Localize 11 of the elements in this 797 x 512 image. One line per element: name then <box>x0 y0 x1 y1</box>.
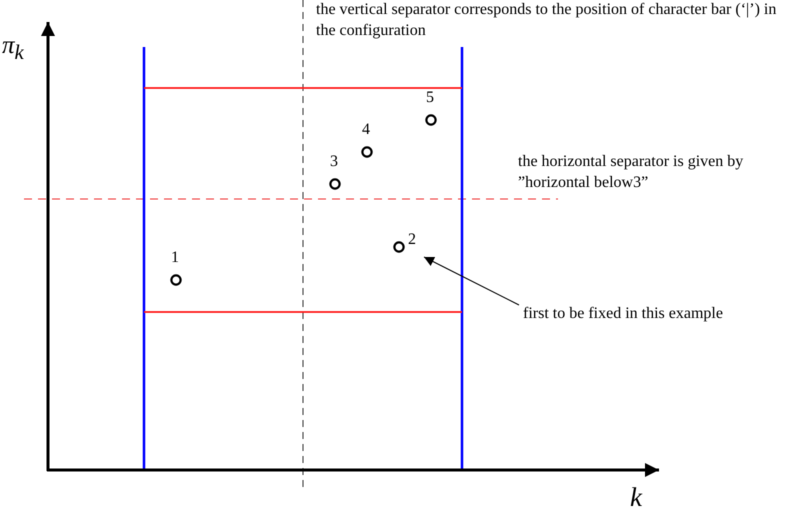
point-label: 4 <box>362 122 370 138</box>
annotation-text: the vertical separator corresponds to the position of character bar (‘|’) in the configuration <box>316 0 778 41</box>
point-label: 2 <box>408 232 416 248</box>
point-label: 3 <box>330 154 338 170</box>
annotation-text: first to be fixed in this example <box>523 304 724 324</box>
leader-arrow <box>424 256 520 306</box>
point-label: 1 <box>171 250 179 266</box>
axis-label: k <box>630 481 642 512</box>
annotation-text: the horizontal separator is given by ”horizontal below3” <box>518 152 744 193</box>
point-label: 5 <box>426 90 434 106</box>
axis-label: π$_{k}$ <box>2 31 24 66</box>
